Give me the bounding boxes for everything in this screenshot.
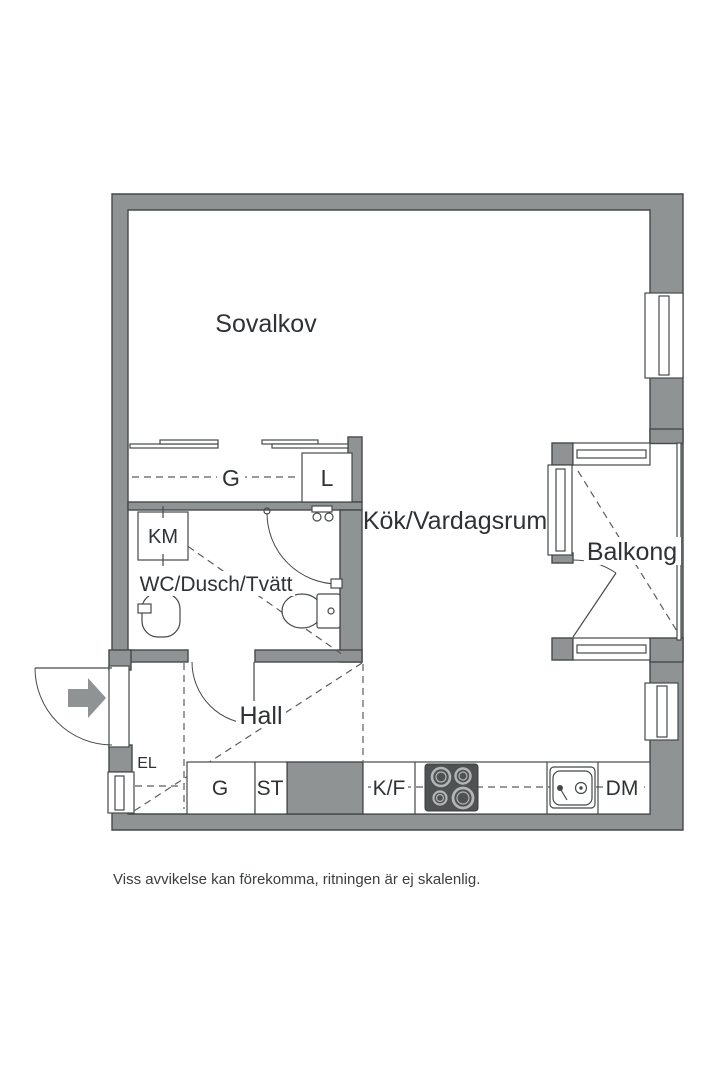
kitchen-faucet [557,785,563,791]
burner-bottom-right [451,786,475,810]
closet-sliding-door-track-right [271,443,349,449]
entry-door-swing-arc [34,667,113,746]
balcony-door-leaf [572,572,617,638]
shower-mixer-knob-left [312,512,322,522]
balcony-wall-top-right [649,428,684,445]
bathroom-bottom-wall-left [127,649,189,663]
burner-bottom-left-inner [435,793,445,803]
kitchen-counter-dividers [414,762,599,814]
kitchen-drain [574,781,588,795]
room-label-kok-vardagsrum: Kök/Vardagsrum [363,507,547,535]
hall-wardrobe-box [186,761,256,815]
burner-top-right-inner [458,771,468,781]
label-dm: DM [606,777,639,800]
room-label-sovalkov: Sovalkov [215,310,317,338]
window-left-lower-glass [114,775,125,811]
shower-head-icon [263,507,271,515]
cleaning-closet-box [254,761,288,815]
label-g-cabinet: G [212,777,228,800]
dm-label-bg [604,776,641,798]
burner-top-left-inner [435,771,447,783]
sink-tap [137,603,152,614]
room-label-balkong: Balkong [587,538,677,566]
balcony-window-top-glass [576,449,647,459]
kf-label-bg [371,776,408,798]
bathroom-bottom-wall-right [254,649,363,663]
balkong-label-bg [584,537,681,565]
balcony-wall-stub-bottom [551,637,574,661]
entrance-arrow-icon [68,678,106,718]
window-right-upper-glass [658,295,670,376]
stove-icon [424,763,479,812]
kitchen-counter [362,761,651,815]
label-el: EL [137,755,157,772]
hall-label-bg [236,701,286,727]
kitchen-sink-basin [552,770,593,806]
balcony-wall-stub-top [551,442,574,466]
label-kf: K/F [373,777,406,800]
hall-dashed-diagonal [133,662,363,812]
closet-bottom-wall [127,501,363,511]
shower-mixer-knob-right [324,512,334,522]
bathroom-right-wall [339,509,363,663]
linen-closet-box [301,452,353,503]
shower-curtain-end [330,578,343,589]
burner-top-left [430,766,452,788]
sink-basin [141,592,181,638]
kitchen-faucet-lever [560,789,568,801]
closet-sliding-door-track-left [129,443,219,449]
label-l-wardrobe: L [321,465,334,491]
room-label-hall: Hall [239,702,282,730]
room-label-wc-dusch-tvatt: WC/Dusch/Tvätt [140,573,293,596]
closet-sliding-door-left [159,439,219,445]
kitchen-wall-block [286,761,364,815]
balcony-wall-bottom-right [649,637,684,663]
entry-door-opening [108,665,130,748]
closet-sliding-door-right [261,439,319,445]
window-right-lower-glass [656,685,668,738]
balcony-window-bottom-glass [576,644,647,654]
burner-bottom-left [432,790,448,806]
kitchen-drain-dot [579,786,583,790]
wc-label-bg [138,571,295,596]
g-closet-label-bg [217,464,245,490]
burner-bottom-right-inner [456,791,470,805]
toilet-flush-button [327,607,335,615]
balcony-window-left-glass [555,468,566,552]
toilet-bowl [281,593,323,629]
burner-top-right [454,767,472,785]
entry-door-jamb-bottom [108,744,133,773]
shower-curtain-arc [266,512,339,585]
disclaimer-caption: Viss avvikelse kan förekomma, ritningen … [113,871,480,888]
washing-machine-box [137,511,189,561]
kitchen-sink-unit [549,766,596,809]
label-km: KM [148,526,178,548]
label-g-wardrobe: G [222,465,240,491]
shower-mixer-bar [311,505,333,513]
label-st-cabinet: ST [257,777,284,800]
